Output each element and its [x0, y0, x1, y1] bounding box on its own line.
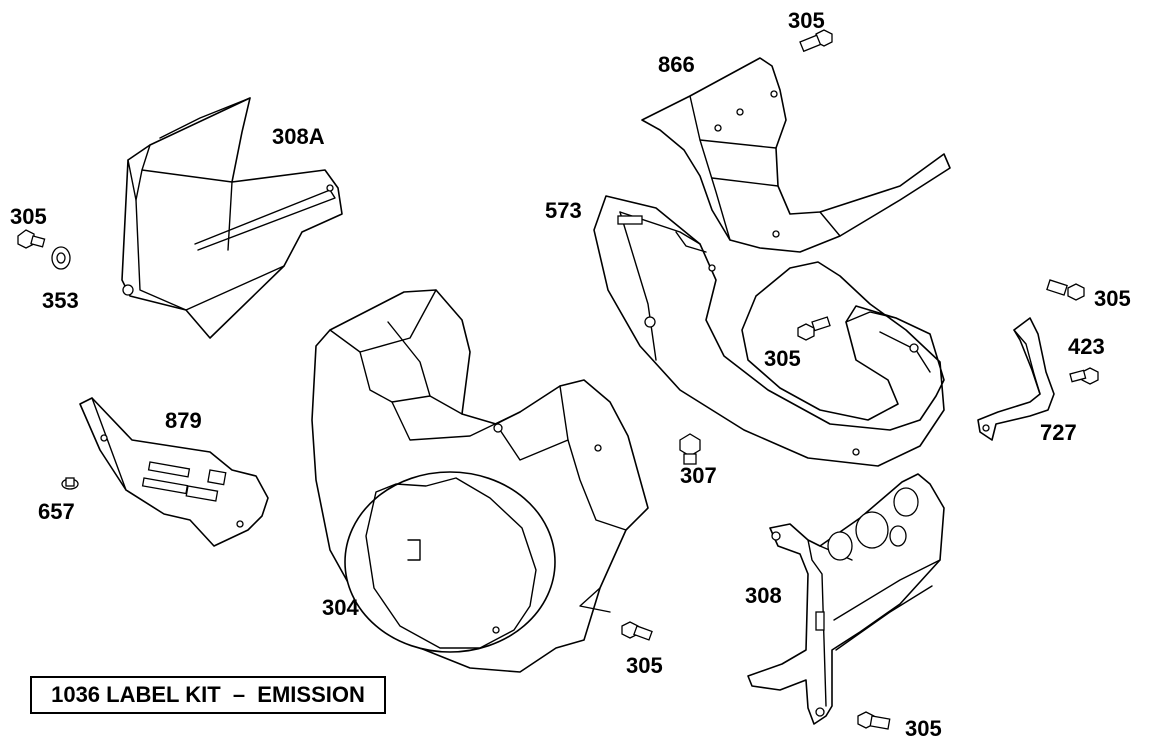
screw-307-icon: [679, 433, 701, 465]
label-727: 727: [1040, 420, 1077, 445]
screw-305-mid-icon: [797, 316, 831, 341]
label-308a: 308A: [272, 124, 325, 149]
legend-text: 1036 LABEL KIT – EMISSION: [51, 682, 365, 707]
label-308: 308: [745, 583, 782, 608]
label-305-bottom-right: 305: [905, 716, 942, 741]
screw-305-left-icon: [17, 229, 46, 249]
heat-shield-879-icon: [79, 397, 269, 547]
screw-657-icon: [61, 477, 79, 490]
label-879: 879: [165, 408, 202, 433]
air-guide-866-icon: [641, 57, 951, 253]
label-305-bottom-center: 305: [626, 653, 663, 678]
cylinder-shield-308a-icon: [121, 97, 343, 339]
label-305-left: 305: [10, 204, 47, 229]
bracket-727-icon: [977, 317, 1055, 441]
label-423: 423: [1068, 334, 1105, 359]
cylinder-shield-308-icon: [747, 473, 945, 725]
blower-housing-304-icon: [311, 289, 649, 673]
label-307: 307: [680, 463, 717, 488]
screw-305-top-icon: [799, 29, 833, 53]
label-305-mid: 305: [764, 346, 801, 371]
label-353: 353: [42, 288, 79, 313]
label-304: 304: [322, 595, 359, 620]
label-305-top: 305: [788, 8, 825, 33]
label-657: 657: [38, 499, 75, 524]
lock-washer-353-icon: [51, 246, 71, 270]
screw-305-bottom-center-icon: [621, 621, 653, 641]
label-305-right: 305: [1094, 286, 1131, 311]
label-866: 866: [658, 52, 695, 77]
label-573: 573: [545, 198, 582, 223]
screw-305-bottom-right-icon: [857, 711, 891, 730]
air-guide-573-icon: [593, 195, 945, 467]
screw-423-icon: [1069, 367, 1099, 385]
label-kit-legend: 1036 LABEL KIT – EMISSION: [30, 676, 386, 714]
screw-305-right-icon: [1046, 279, 1085, 301]
